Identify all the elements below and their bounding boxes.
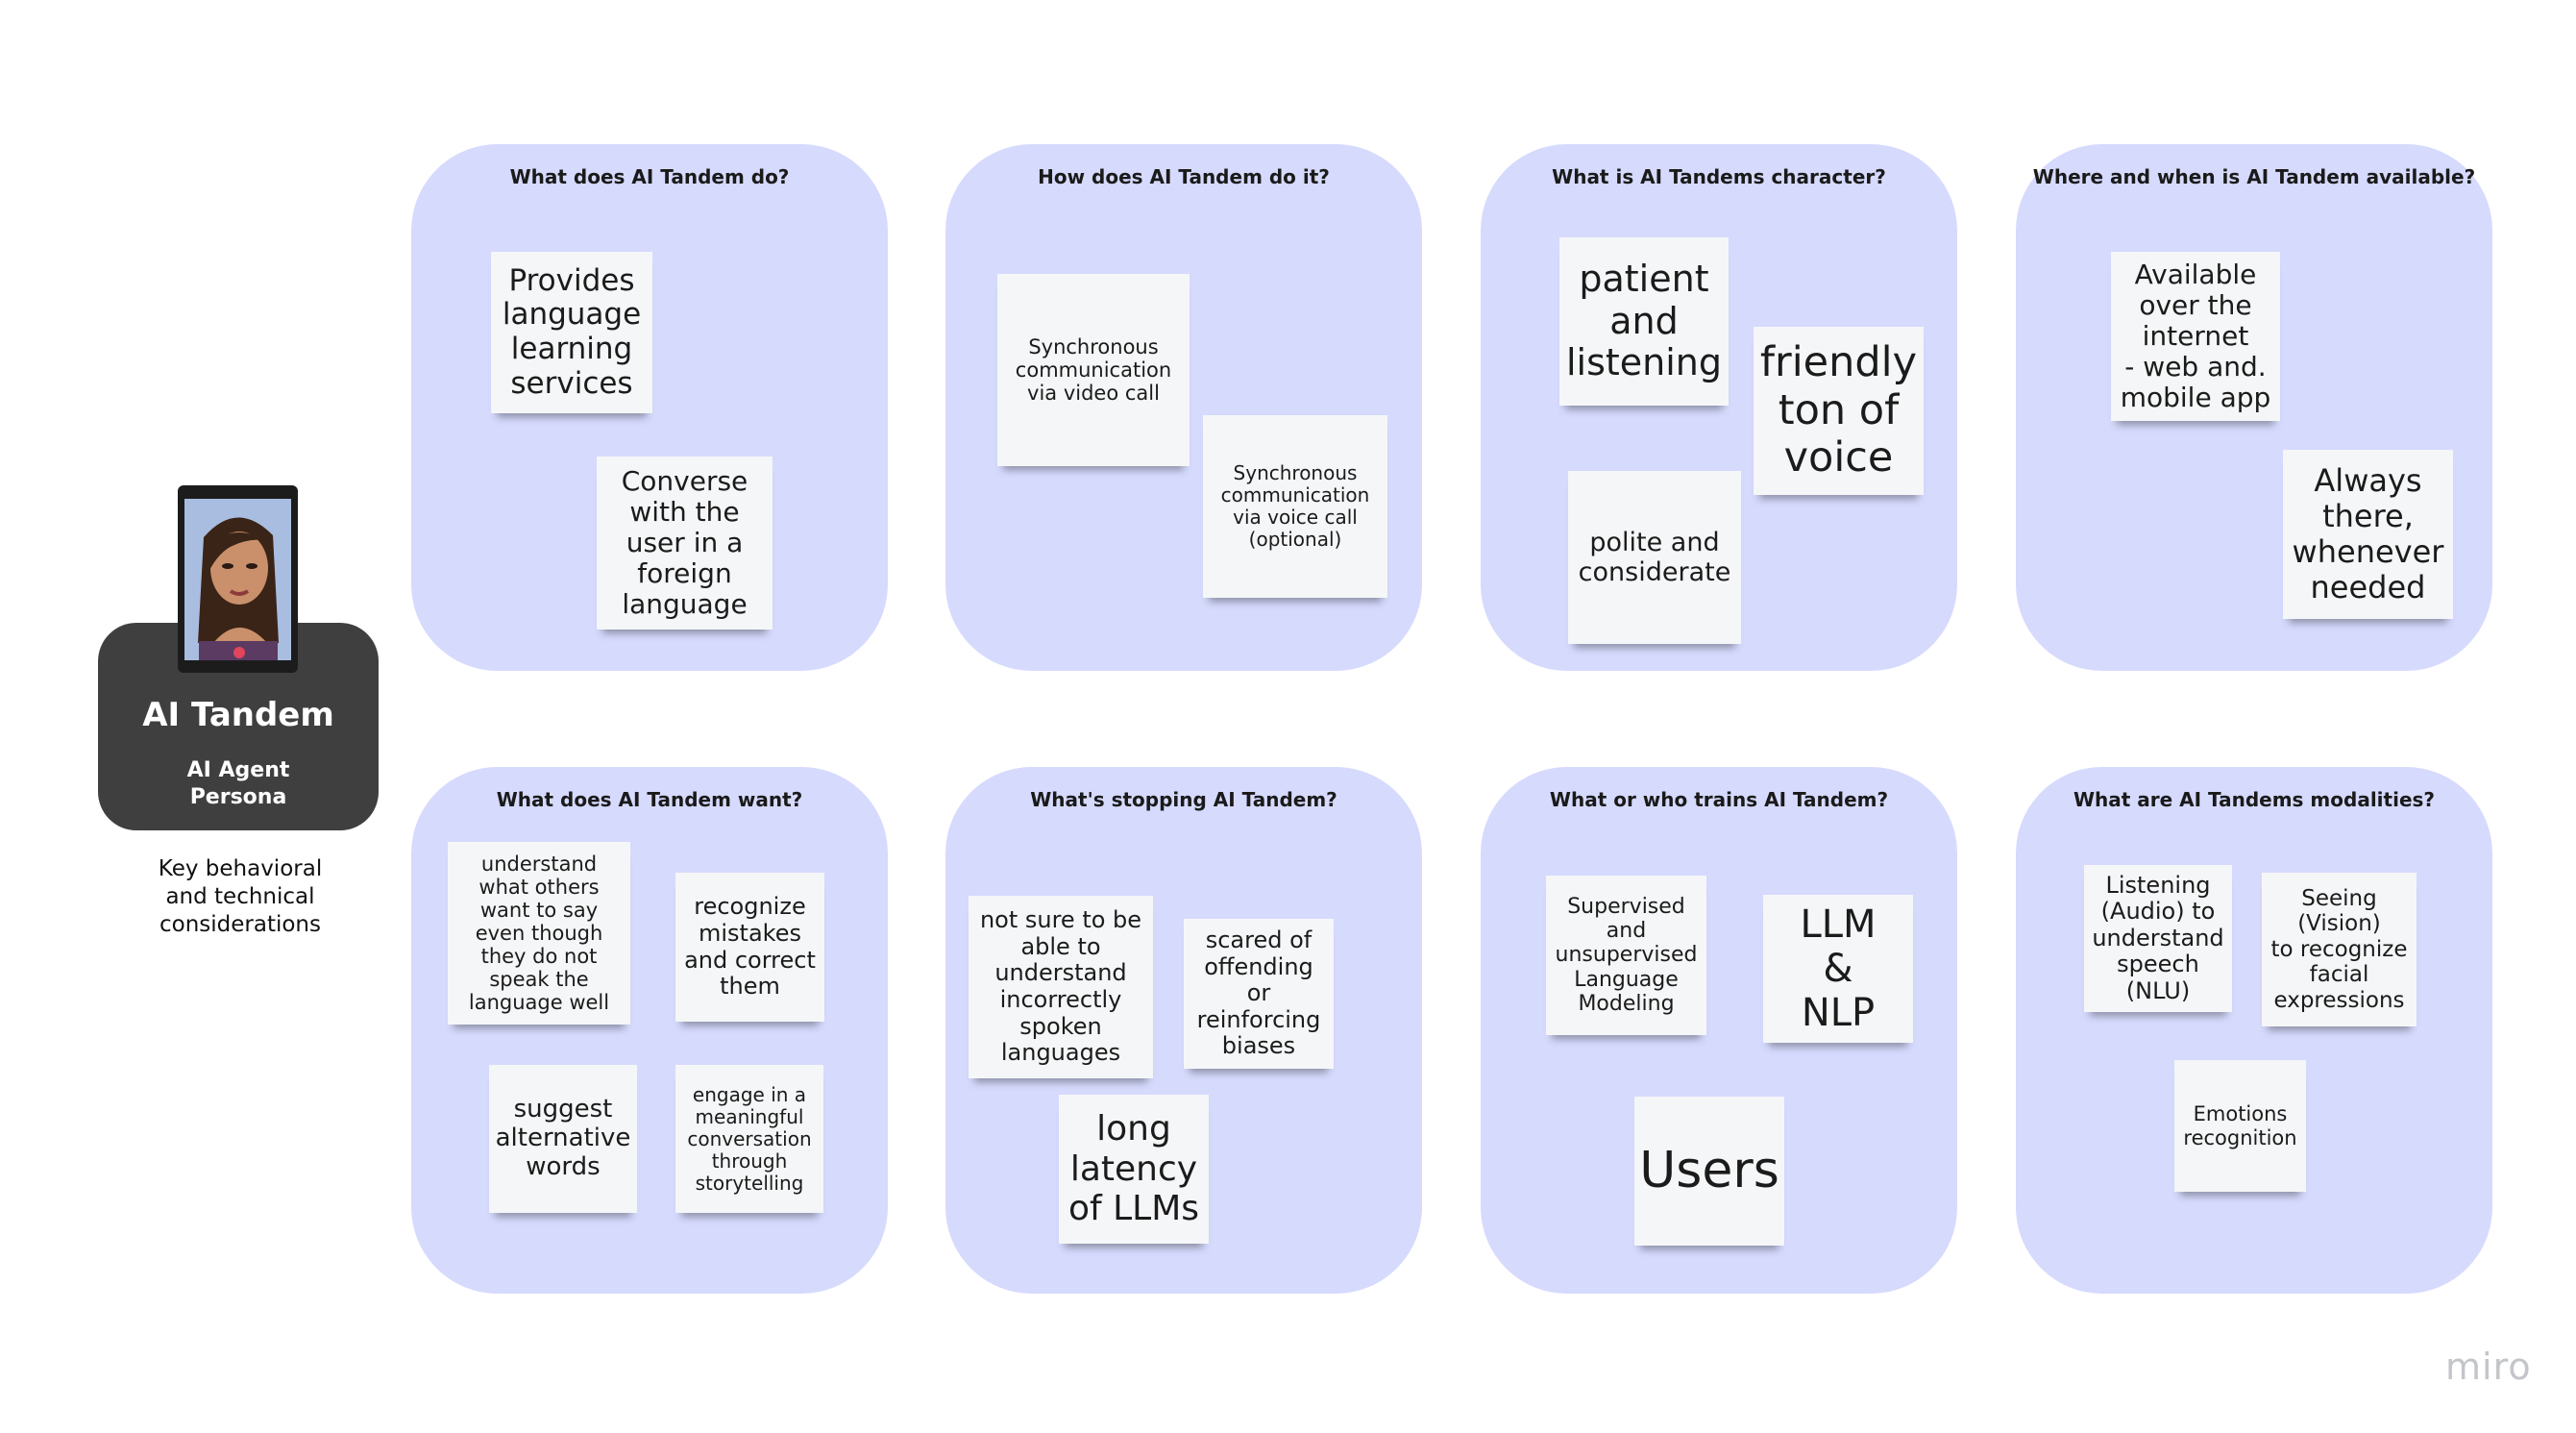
persona-avatar: [178, 485, 298, 673]
avatar-image: [184, 499, 291, 660]
sticky-note[interactable]: Supervised and unsupervised Language Mod…: [1546, 876, 1706, 1035]
persona-note: Key behavioral and technical considerati…: [158, 856, 323, 937]
section-modalities: What are AI Tandems modalities? Listenin…: [2016, 767, 2492, 1294]
section-title: What or who trains AI Tandem?: [1549, 788, 1889, 811]
sticky-note[interactable]: Listening (Audio) to understand speech (…: [2084, 865, 2232, 1012]
sticky-note[interactable]: Synchronous communication via voice call…: [1203, 415, 1387, 598]
sticky-note[interactable]: friendly ton of voice: [1754, 327, 1924, 495]
persona-role: AI Agent Persona: [186, 758, 290, 809]
sticky-note[interactable]: scared of offending or reinforcing biase…: [1184, 919, 1334, 1069]
sticky-note[interactable]: Always there, whenever needed: [2283, 450, 2453, 619]
sticky-note[interactable]: Users: [1634, 1097, 1784, 1246]
section-title: What are AI Tandems modalities?: [2073, 788, 2436, 811]
sticky-note[interactable]: recognize mistakes and correct them: [675, 873, 824, 1022]
sticky-note[interactable]: Emotions recognition: [2174, 1060, 2306, 1192]
section-how-does: How does AI Tandem do it? Synchronous co…: [945, 144, 1422, 671]
sticky-note[interactable]: long latency of LLMs: [1059, 1095, 1209, 1244]
section-stopping: What's stopping AI Tandem? not sure to b…: [945, 767, 1422, 1294]
persona-name: AI Tandem: [142, 696, 334, 734]
sticky-note[interactable]: Provides language learning services: [491, 252, 652, 413]
sticky-note[interactable]: polite and considerate: [1568, 471, 1741, 644]
section-wants: What does AI Tandem want? understand wha…: [411, 767, 888, 1294]
sticky-note[interactable]: engage in a meaningful conversation thro…: [675, 1065, 823, 1213]
section-what-does: What does AI Tandem do? Provides languag…: [411, 144, 888, 671]
sticky-note[interactable]: Seeing (Vision) to recognize facial expr…: [2262, 873, 2417, 1026]
section-title: What does AI Tandem want?: [496, 788, 803, 811]
sticky-note[interactable]: LLM & NLP: [1763, 895, 1913, 1043]
persona-card: AI Tandem AI Agent Persona: [98, 623, 379, 830]
section-title: Where and when is AI Tandem available?: [2032, 165, 2476, 188]
sticky-note[interactable]: not sure to be able to understand incorr…: [969, 896, 1153, 1078]
section-title: What's stopping AI Tandem?: [1030, 788, 1337, 811]
sticky-note[interactable]: Synchronous communication via video call: [997, 274, 1190, 466]
section-title: How does AI Tandem do it?: [1038, 165, 1330, 188]
section-title: What is AI Tandems character?: [1552, 165, 1886, 188]
sticky-note[interactable]: Available over the internet - web and. m…: [2111, 252, 2280, 421]
section-availability: Where and when is AI Tandem available? A…: [2016, 144, 2492, 671]
sticky-note[interactable]: understand what others want to say even …: [448, 842, 630, 1025]
sticky-note[interactable]: patient and listening: [1559, 237, 1729, 406]
sticky-note[interactable]: Converse with the user in a foreign lang…: [597, 457, 773, 630]
section-character: What is AI Tandems character? patient an…: [1481, 144, 1957, 671]
section-title: What does AI Tandem do?: [509, 165, 790, 188]
section-trains: What or who trains AI Tandem? Supervised…: [1481, 767, 1957, 1294]
sticky-note[interactable]: suggest alternative words: [489, 1065, 637, 1213]
miro-logo: miro: [2445, 1346, 2532, 1388]
